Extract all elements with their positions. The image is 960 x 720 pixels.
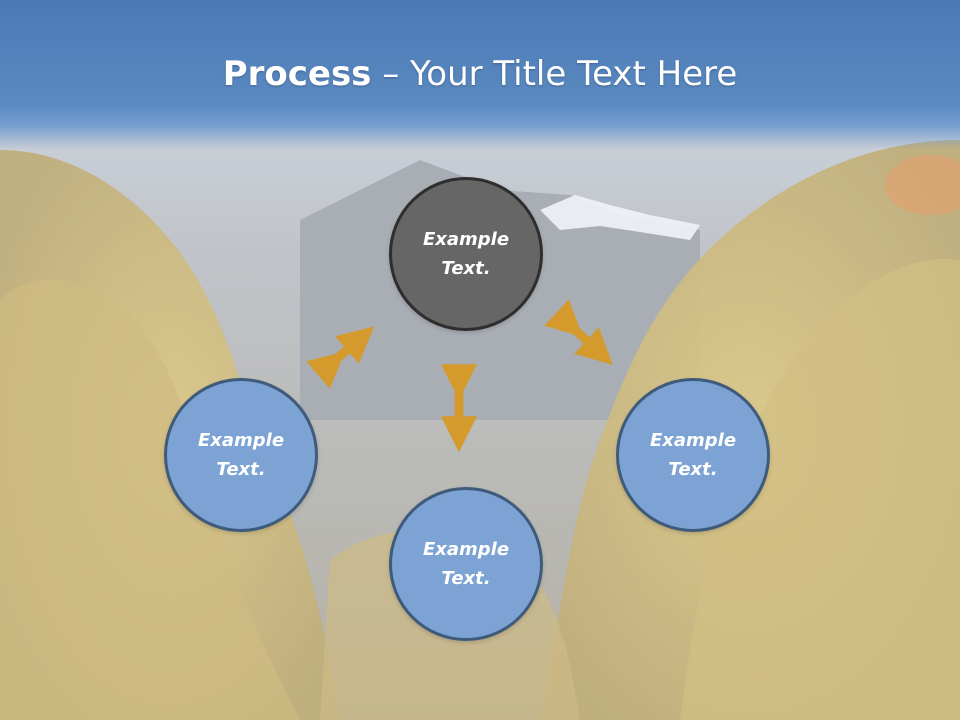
arrow-right-link — [544, 299, 613, 366]
node-label: Example Text. — [197, 430, 285, 480]
title-bold: Process — [222, 54, 372, 94]
arrow-left-link — [306, 326, 375, 389]
title-band — [0, 0, 960, 150]
node-label: Example Text. — [422, 539, 510, 589]
title-rest: – Your Title Text Here — [371, 54, 738, 94]
node-label: Example Text. — [422, 229, 510, 279]
process-node-bottom[interactable]: Example Text. — [389, 487, 543, 641]
node-label: Example Text. — [649, 430, 737, 480]
process-node-left[interactable]: Example Text. — [164, 378, 318, 532]
process-node-top[interactable]: Example Text. — [389, 177, 543, 331]
slide-title: Process – Your Title Text Here — [0, 54, 960, 94]
process-node-right[interactable]: Example Text. — [616, 378, 770, 532]
